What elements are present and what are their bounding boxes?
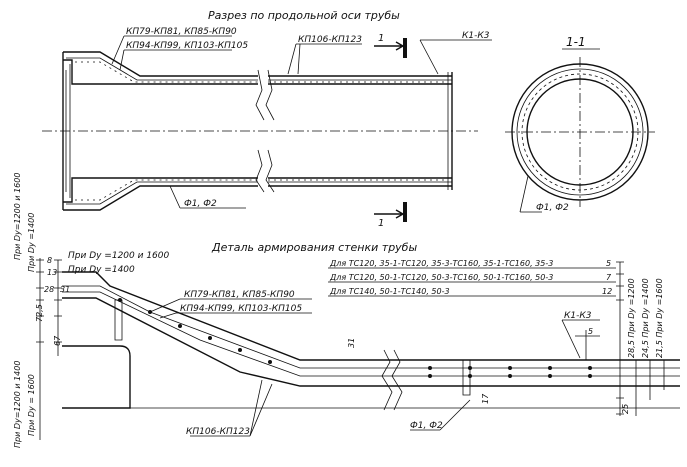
cut-mark-bottom: 1: [378, 218, 384, 229]
detail-leaders: [149, 267, 616, 437]
section-1-1-label: 1-1: [566, 35, 586, 49]
tc-line-2: Для ТС120, 50-1-ТС120, 50-3-ТС160, 50-1-…: [329, 273, 553, 282]
kp-label-a2: КП94-КП99, КП103-КП105: [126, 41, 248, 51]
dim-28: 28: [44, 285, 54, 294]
dim-28-5: 28,5 При Dу =1200: [627, 278, 636, 358]
tc-line-3: Для ТС140, 50-1-ТС140, 50-3: [329, 287, 450, 296]
dim-25: 25: [621, 404, 630, 414]
dim-72-5: 72,5: [35, 304, 44, 322]
detail-kp-a2: КП94-КП99, КП103-КП105: [180, 304, 302, 314]
detail-k: К1-К3: [564, 311, 592, 321]
dim-5a: 5: [606, 259, 611, 268]
kp-label-b: КП106-КП123: [298, 35, 362, 45]
cut-markers: [374, 38, 407, 222]
detail-drawing: [36, 258, 680, 440]
top-leaders: [111, 35, 492, 209]
section-title: Разрез по продольной оси трубы: [208, 9, 400, 22]
dim-21-5: 21,5 При Dу =1600: [655, 278, 664, 358]
detail-kp-a1: КП79-КП81, КП85-КП90: [184, 290, 295, 300]
detail-kp-b: КП106-КП123: [186, 427, 250, 437]
kp-label-a1: КП79-КП81, КП85-КП90: [126, 27, 237, 37]
dim-5b: 5: [588, 327, 593, 336]
f-label: Ф1, Ф2: [184, 199, 217, 209]
rot-note-2: При Dу =1400: [27, 213, 36, 272]
rot-note-1: При Dу=1200 и 1600: [13, 173, 22, 260]
dim-31: 31: [60, 285, 70, 294]
dim-67: 67: [53, 335, 62, 346]
detail-f: Ф1, Ф2: [410, 421, 443, 431]
dim-12: 12: [602, 287, 612, 296]
dim-24-5: 24,5 При Dу =1400: [641, 278, 650, 358]
dim-8: 8: [47, 256, 52, 265]
cut-mark-top: 1: [378, 33, 384, 44]
dim-13: 13: [47, 268, 57, 277]
section-f-label: Ф1, Ф2: [536, 203, 569, 213]
k-label: К1-К3: [462, 31, 490, 41]
pipe-longitudinal-section: [42, 51, 478, 211]
pipe-cross-section: [505, 57, 655, 213]
tc-line-1: Для ТС120, 35-1-ТС120, 35-3-ТС160, 35-1-…: [329, 259, 553, 268]
pri-1400: При Dу =1400: [68, 265, 135, 275]
detail-title: Деталь армирования стенки трубы: [211, 241, 417, 254]
rot-note-4: При Dу = 1600: [27, 374, 36, 436]
dim-31-r: 31: [347, 338, 356, 348]
rot-note-3: При Dу=1200 и 1400: [13, 361, 22, 448]
dim-17: 17: [481, 393, 490, 404]
dim-7: 7: [606, 273, 612, 282]
pri-1200: При Dу =1200 и 1600: [68, 251, 170, 261]
